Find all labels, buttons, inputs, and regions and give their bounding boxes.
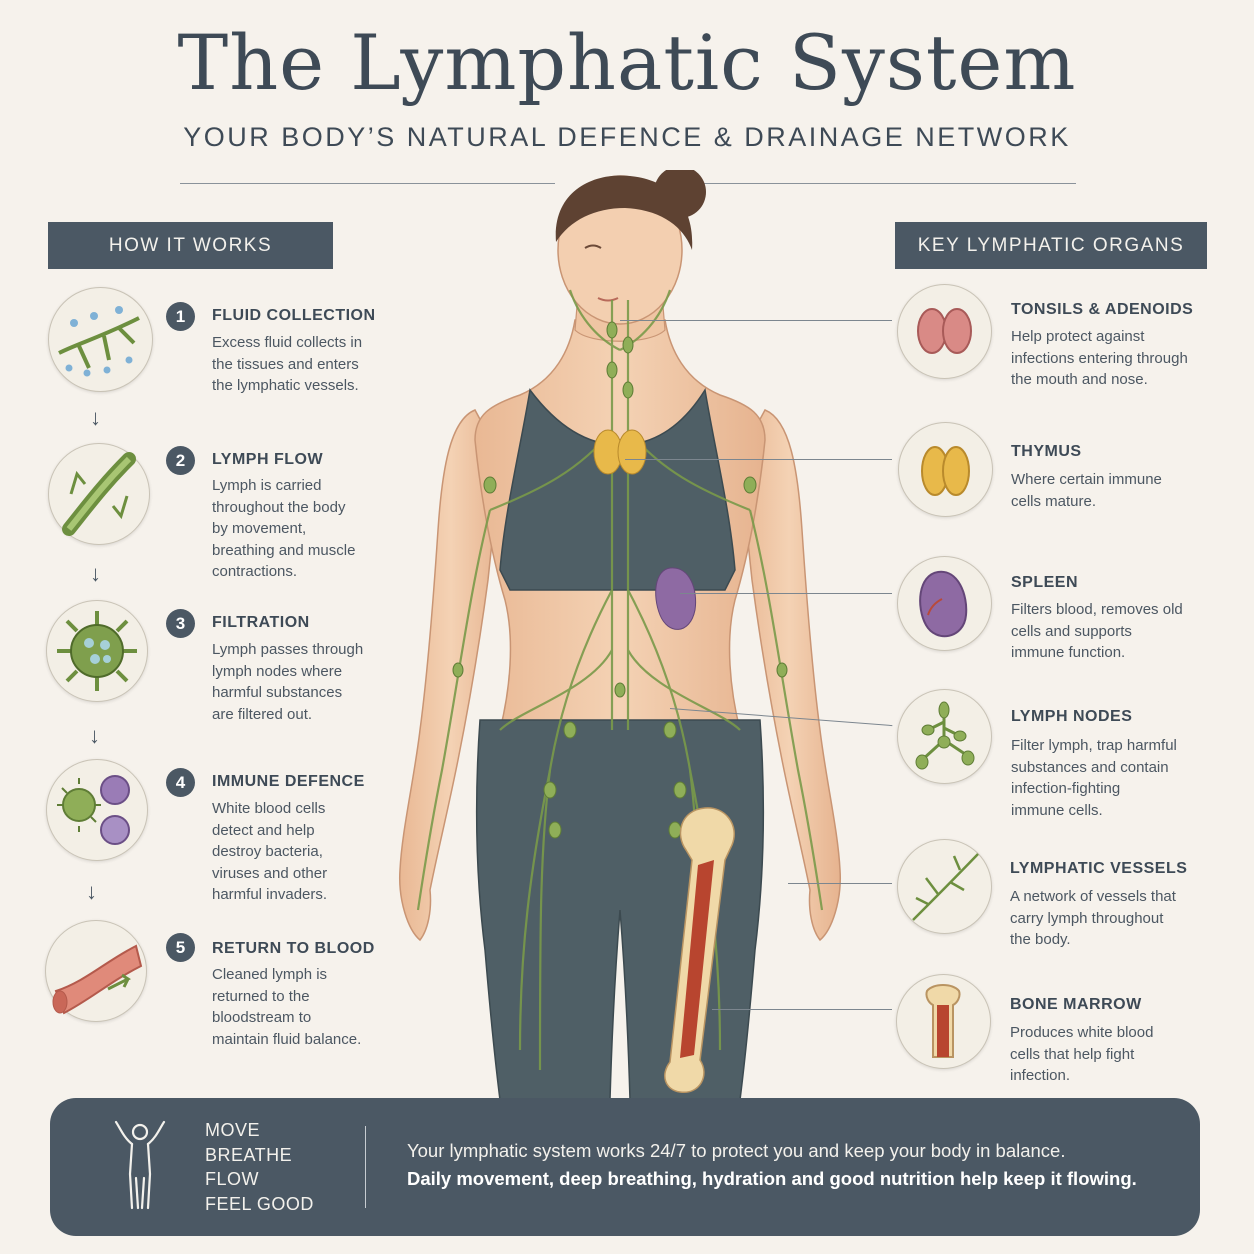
footer-motto: MOVE BREATHE FLOW FEEL GOOD <box>205 1120 314 1214</box>
title-rule-left <box>180 183 555 184</box>
lymphatic-vessels-icon <box>897 839 992 934</box>
step-title: FLUID COLLECTION <box>212 307 376 324</box>
lymph-nodes-icon <box>897 689 992 784</box>
step-title: IMMUNE DEFENCE <box>212 773 365 790</box>
footer-banner: MOVE BREATHE FLOW FEEL GOOD Your lymphat… <box>50 1098 1200 1236</box>
organ-title: LYMPHATIC VESSELS <box>1010 860 1188 877</box>
footer-divider <box>365 1126 366 1208</box>
how-it-works-heading: HOW IT WORKS <box>48 222 333 269</box>
down-arrow-icon: ↓ <box>90 561 101 586</box>
step-number: 4 <box>166 768 195 797</box>
down-arrow-icon: ↓ <box>86 879 97 904</box>
step-title: LYMPH FLOW <box>212 451 324 468</box>
organ-title: TONSILS & ADENOIDS <box>1011 301 1194 318</box>
footer-message: Your lymphatic system works 24/7 to prot… <box>407 1140 1066 1161</box>
spleen-icon <box>897 556 992 651</box>
key-organs-heading: KEY LYMPHATIC ORGANS <box>895 222 1207 269</box>
person-arms-raised-icon <box>114 1120 166 1210</box>
step-number: 2 <box>166 446 195 475</box>
organ-title: LYMPH NODES <box>1011 708 1133 725</box>
page-title: The Lymphatic System <box>177 18 1077 107</box>
immune-cells-icon <box>46 759 148 861</box>
step-number: 1 <box>166 302 195 331</box>
organ-title: BONE MARROW <box>1010 996 1142 1013</box>
footer-tip: Daily movement, deep breathing, hydratio… <box>407 1168 1137 1189</box>
step-title: FILTRATION <box>212 614 310 631</box>
step-number: 5 <box>166 933 195 962</box>
down-arrow-icon: ↓ <box>89 723 100 748</box>
title-rule-right <box>702 183 1076 184</box>
lymph-vessel-flow-icon <box>48 443 150 545</box>
step-number: 3 <box>166 609 195 638</box>
connector-thymus <box>625 459 892 460</box>
tonsils-icon <box>897 284 992 379</box>
thymus-marker <box>593 429 647 475</box>
connector-vessels <box>788 883 892 884</box>
organ-title: SPLEEN <box>1011 574 1079 591</box>
connector-spleen <box>680 593 892 594</box>
body-illustration <box>399 170 841 1100</box>
down-arrow-icon: ↓ <box>90 405 101 430</box>
blood-vessel-icon <box>45 920 147 1022</box>
page-subtitle: YOUR BODY’S NATURAL DEFENCE & DRAINAGE N… <box>183 122 1071 152</box>
connector-bone-marrow <box>712 1009 892 1010</box>
step-title: RETURN TO BLOOD <box>212 940 375 957</box>
thymus-icon <box>898 422 993 517</box>
fluid-droplets-icon <box>48 287 153 392</box>
connector-tonsils <box>620 320 892 321</box>
lymph-node-filter-icon <box>46 600 148 702</box>
organ-title: THYMUS <box>1011 443 1082 460</box>
bone-marrow-icon <box>896 974 991 1069</box>
